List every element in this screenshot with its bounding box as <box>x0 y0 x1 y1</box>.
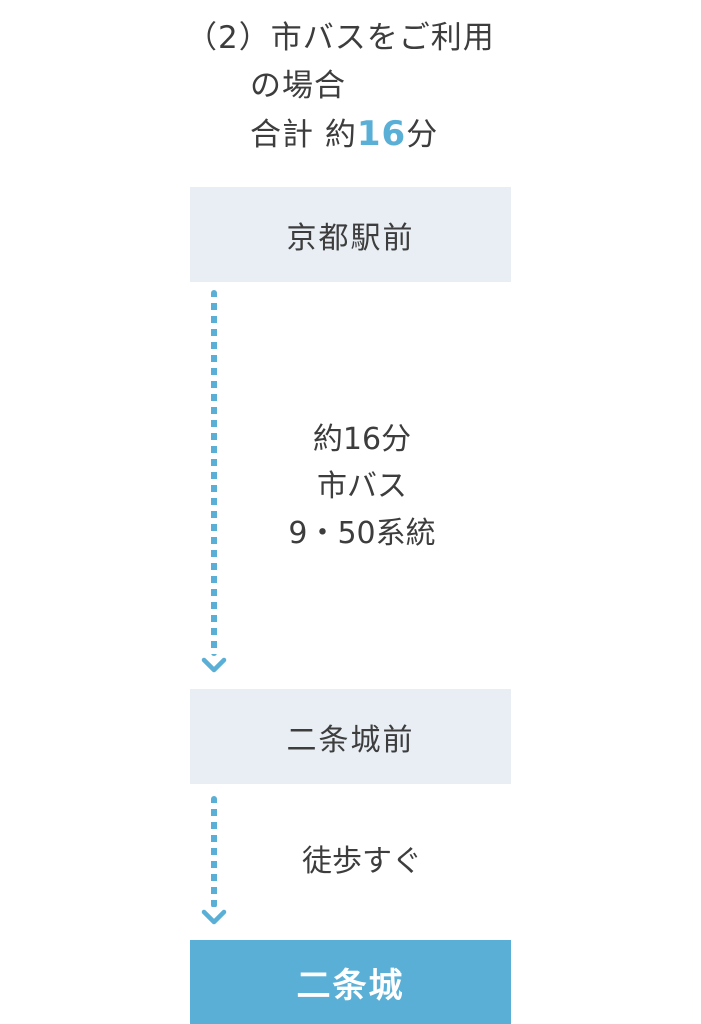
total-suffix: 分 <box>406 117 439 153</box>
heading-subtitle: の場合 <box>250 68 346 104</box>
leg-walk-info: 徒歩すぐ <box>272 838 452 885</box>
leg-bus-info: 約16分 市バス 9・50系統 <box>262 416 462 557</box>
dotted-line <box>211 796 217 908</box>
connector-walk <box>201 796 227 928</box>
total-minutes: 16 <box>356 114 407 154</box>
station-origin: 京都駅前 <box>190 187 511 282</box>
dotted-down-arrow-icon <box>201 657 227 673</box>
dotted-line <box>211 290 217 656</box>
total-prefix: 合計 約 <box>250 117 357 153</box>
leg-walk-note: 徒歩すぐ <box>302 844 422 879</box>
station-stop: 二条城前 <box>190 689 511 784</box>
leg-bus-lines: 9・50系統 <box>288 516 436 551</box>
leg-bus-mode: 市バス <box>317 469 407 504</box>
leg-bus-time: 約16分 <box>312 422 412 457</box>
dotted-down-arrow-icon <box>201 909 227 925</box>
station-destination: 二条城 <box>190 940 511 1024</box>
route-heading: （2）市バスをご利用 の場合 合計 約16分 <box>186 14 546 159</box>
heading-title: （2）市バスをご利用 <box>186 20 495 56</box>
heading-total: 合計 約16分 <box>186 110 546 159</box>
connector-bus <box>201 290 227 676</box>
